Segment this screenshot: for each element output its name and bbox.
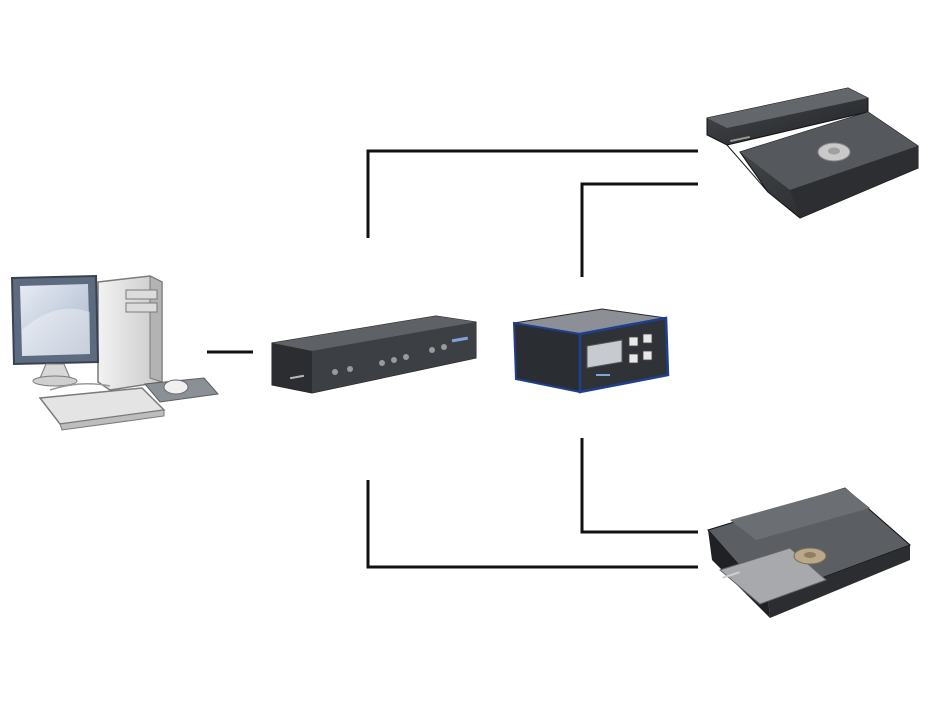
xy-stage-top-icon [706, 87, 919, 219]
wire-piezo-stage-top [580, 182, 698, 277]
connection-lines [207, 149, 698, 569]
desktop-computer-icon [10, 274, 219, 431]
wire-controller-stage-top [366, 149, 698, 238]
piezo-controller-box-icon [512, 308, 670, 394]
motion-controller-icon [271, 315, 477, 394]
wire-controller-stage-bottom [366, 480, 698, 569]
xy-stage-bottom-icon [707, 487, 911, 618]
wire-piezo-stage-bottom [580, 438, 698, 534]
